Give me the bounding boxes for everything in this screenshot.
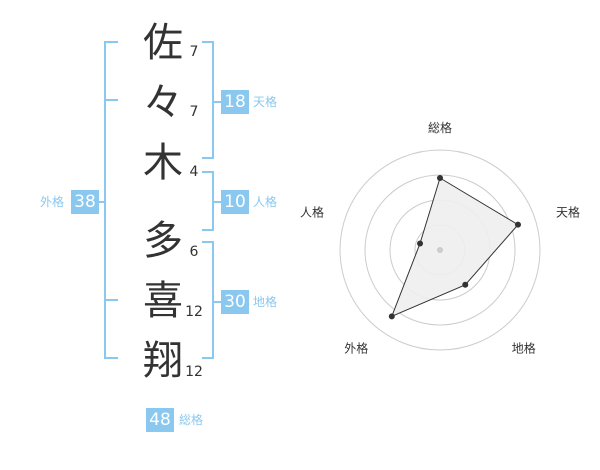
stroke-count-1: 7 — [189, 44, 199, 60]
jinkaku-score: 10 — [221, 190, 249, 214]
stroke-count-4: 6 — [189, 244, 199, 260]
gaikaku-label: 外格 — [40, 195, 65, 209]
name-char-5: 喜 — [143, 278, 183, 324]
name-char-2: 々 — [143, 80, 183, 126]
radar-axis-label: 人格 — [300, 204, 324, 219]
jinkaku-label: 人格 — [253, 195, 278, 209]
radar-axis-label: 地格 — [512, 341, 536, 356]
stroke-count-5: 12 — [185, 304, 203, 320]
chikaku-label: 地格 — [253, 295, 278, 309]
radar-axis-label: 外格 — [344, 341, 368, 356]
radar-point-4 — [388, 313, 395, 320]
stroke-count-3: 4 — [189, 164, 199, 180]
name-char-3: 木 — [143, 140, 183, 186]
chikaku-score: 30 — [221, 290, 249, 314]
radar-axis-label: 総格 — [428, 120, 452, 135]
radar-point-2 — [514, 221, 521, 228]
soukaku-label: 総格 — [179, 413, 204, 427]
gaikaku-score: 38 — [71, 190, 99, 214]
radar-point-5 — [417, 240, 424, 247]
radar-center-dot — [437, 247, 443, 253]
name-char-1: 佐 — [143, 20, 183, 66]
name-char-6: 翔 — [143, 338, 183, 384]
radar-point-1 — [437, 175, 443, 181]
tenkaku-label: 天格 — [253, 95, 278, 109]
tenkaku-score: 18 — [221, 90, 249, 114]
soukaku-score: 48 — [146, 408, 174, 432]
radar-axis-label: 天格 — [556, 204, 580, 219]
radar-grid-ring — [339, 149, 541, 351]
name-char-4: 多 — [143, 218, 183, 264]
stroke-count-6: 12 — [185, 364, 203, 380]
stroke-count-2: 7 — [189, 104, 199, 120]
radar-series-area — [390, 177, 519, 318]
radar-point-3 — [462, 281, 469, 288]
